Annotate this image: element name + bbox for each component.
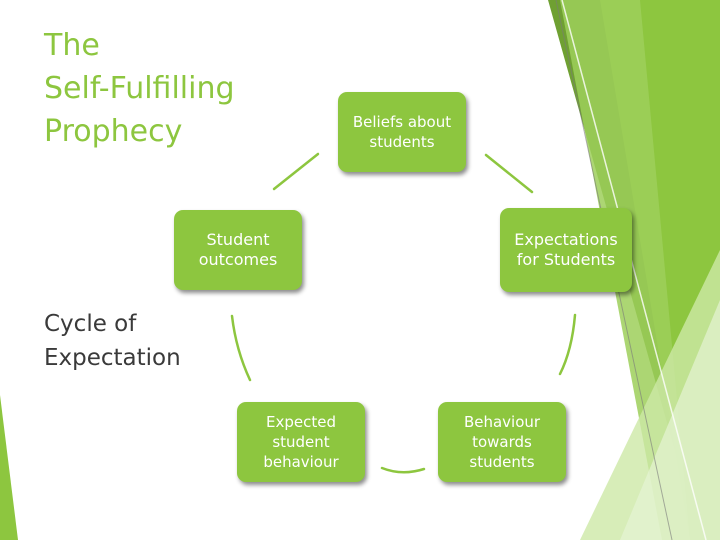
deco-thin-line-2	[561, 0, 707, 540]
arrow-behaviour-to-expected	[380, 466, 426, 474]
node-expected-student-behaviour: Expected student behaviour	[237, 402, 365, 482]
deco-left-sliver	[0, 395, 18, 540]
deco-right-triangle-faint	[620, 300, 720, 540]
slide-subtitle: Cycle of Expectation	[44, 311, 181, 371]
slide-title: The Self-Fulfilling Prophecy	[44, 28, 235, 149]
node-expectations-for-students: Expectations for Students	[500, 208, 632, 292]
node-student-outcomes: Student outcomes	[174, 210, 302, 290]
node-behaviour-towards-students: Behaviour towards students	[438, 402, 566, 482]
arrow-outcomes-to-beliefs	[272, 152, 320, 191]
arrow-beliefs-to-expectations	[484, 153, 534, 194]
node-beliefs-about-students: Beliefs about students	[338, 92, 466, 172]
arrow-expectations-to-behaviour	[558, 313, 577, 376]
arrow-expected-to-outcomes	[230, 314, 252, 382]
